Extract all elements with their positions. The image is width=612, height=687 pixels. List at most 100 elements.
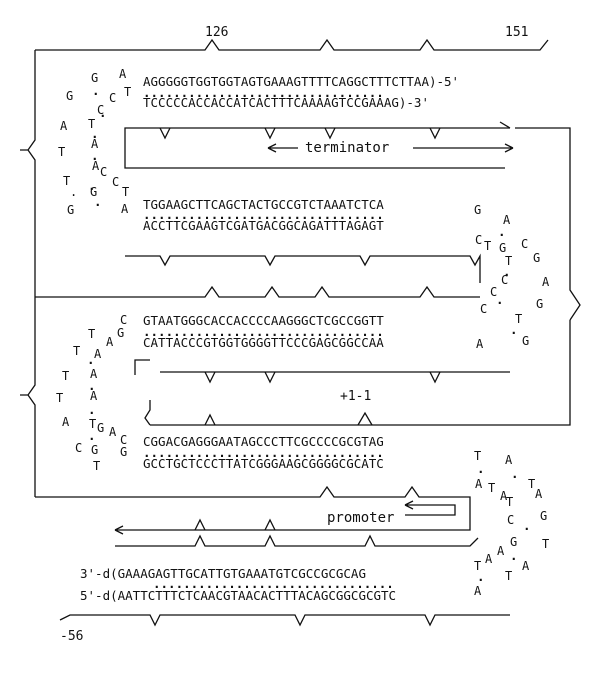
frame-left-top (20, 50, 36, 297)
svg-text:A: A (475, 477, 483, 491)
svg-text:A: A (90, 367, 98, 381)
svg-text:C: C (521, 237, 528, 251)
svg-text:.: . (70, 185, 77, 199)
block-2: TGGAAGCTTCAGCTACTGCCGTCTAAATCTCA .......… (143, 197, 384, 233)
svg-text:C: C (490, 285, 497, 299)
svg-text:T: T (474, 559, 481, 573)
position-126-label: 126 (205, 25, 228, 40)
start-site-segment: +1-1 (134, 359, 510, 426)
position-plus1-label: +1-1 (340, 389, 371, 404)
block-3: GTAATGGGCACCACCCCAAGGGCTCGCCGGTT .......… (35, 285, 480, 350)
svg-text:A: A (542, 275, 550, 289)
svg-text:A: A (500, 489, 508, 503)
svg-text:T: T (488, 481, 495, 495)
svg-text:.: . (511, 466, 519, 481)
svg-text:C: C (501, 273, 508, 287)
b5-top-strand: 3'-d(GAAAGAGTTGCATTGTGAAATGTCGCCGCGCAG (80, 566, 366, 581)
svg-text:G: G (97, 421, 104, 435)
b2-top-strand: TGGAAGCTTCAGCTACTGCCGTCTAAATCTCA (143, 197, 384, 212)
top-ruler: 126 151 (35, 25, 549, 51)
svg-text:C: C (112, 175, 119, 189)
svg-text:A: A (119, 67, 127, 81)
b1-top-strand: AGGGGGTGGTGGTAGTGAAAGTTTTCAGGCTTTCTTAA)-… (143, 74, 459, 89)
b2-pair-dots: ................................ (143, 207, 384, 222)
svg-text:T: T (484, 239, 491, 253)
svg-text:C: C (75, 441, 82, 455)
svg-text:G: G (540, 509, 547, 523)
svg-text:.: . (477, 569, 485, 584)
terminator-segment: terminator (124, 121, 514, 169)
svg-text:C: C (475, 233, 482, 247)
svg-text:.: . (523, 518, 531, 533)
loop-left-1: A G T G C C A T A T A T C C G . T G A . … (58, 67, 131, 217)
loop-right-2: T A T A T A T A C G G T A A T A T A . . … (474, 449, 549, 598)
block-5: 3'-d(GAAAGAGTTGCATTGTGAAATGTCGCCGCGCAG .… (80, 566, 396, 603)
svg-text:T: T (88, 327, 95, 341)
svg-text:T: T (542, 537, 549, 551)
svg-text:A: A (505, 453, 513, 467)
position-151-label: 151 (505, 25, 528, 40)
frame-right-middle (150, 320, 571, 426)
svg-text:T: T (62, 369, 69, 383)
svg-text:G: G (474, 203, 481, 217)
svg-text:G: G (67, 203, 74, 217)
position-neg56-label: -56 (60, 629, 83, 644)
svg-text:A: A (535, 487, 543, 501)
svg-text:A: A (90, 389, 98, 403)
svg-text:T: T (63, 174, 70, 188)
svg-text:T: T (89, 417, 96, 431)
svg-text:.: . (99, 105, 107, 120)
svg-text:G: G (66, 89, 73, 103)
frame-left-middle (20, 297, 36, 497)
svg-text:A: A (476, 337, 484, 351)
svg-text:G: G (90, 185, 97, 199)
svg-text:C: C (480, 302, 487, 316)
b5-pair-dots: ................................ (153, 576, 394, 591)
svg-text:T: T (528, 477, 535, 491)
svg-text:.: . (503, 264, 511, 279)
b1-bottom-strand: TCCCCCACCACCATCACTTTCAAAAGTCCGAAAG)-3' (143, 95, 429, 110)
svg-text:.: . (510, 548, 518, 563)
svg-text:A: A (503, 213, 511, 227)
svg-text:T: T (122, 185, 129, 199)
svg-text:T: T (88, 117, 95, 131)
svg-text:G: G (120, 445, 127, 459)
svg-text:G: G (499, 241, 506, 255)
svg-text:T: T (56, 391, 63, 405)
svg-text:.: . (477, 461, 485, 476)
svg-text:A: A (121, 202, 129, 216)
svg-text:C: C (97, 103, 104, 117)
b4-top-strand: CGGACGAGGGAATAGCCCTTCGCCCCGCGTAG (143, 434, 384, 449)
svg-text:T: T (505, 254, 512, 268)
promoter-segment: promoter (35, 485, 479, 547)
svg-text:.: . (88, 378, 96, 393)
frame-right-upper (515, 127, 581, 321)
svg-text:T: T (505, 569, 512, 583)
b4-bottom-strand: GCCTGCTCCCTTATCGGGAAGCGGGGCGCATC (143, 456, 384, 471)
b3-bottom-strand: CATTACCCGTGGTGGGGTTCCCGAGCGGCCAA (143, 335, 384, 350)
svg-text:.: . (88, 402, 96, 417)
svg-text:T: T (58, 145, 65, 159)
svg-text:A: A (91, 137, 99, 151)
bottom-ruler: -56 (59, 614, 510, 644)
svg-text:T: T (474, 449, 481, 463)
svg-text:.: . (87, 352, 95, 367)
block-1: AGGGGGTGGTGGTAGTGAAAGTTTTCAGGCTTTCTTAA)-… (143, 74, 459, 110)
b3-pair-dots: ................................ (143, 324, 384, 339)
svg-text:T: T (506, 495, 513, 509)
svg-text:.: . (498, 224, 506, 239)
svg-text:C: C (109, 91, 116, 105)
svg-text:A: A (60, 119, 68, 133)
svg-text:A: A (92, 159, 100, 173)
block-4: CGGACGAGGGAATAGCCCTTCGCCCCGCGTAG .......… (143, 434, 384, 471)
terminator-label: terminator (305, 140, 389, 156)
svg-text:A: A (497, 544, 505, 558)
loop-right-1: G A C T G C G T A C C G C T G A . . . . (474, 203, 550, 351)
svg-text:G: G (522, 334, 529, 348)
svg-text:.: . (88, 178, 96, 193)
svg-text:A: A (106, 335, 114, 349)
svg-text:.: . (94, 194, 102, 209)
svg-text:C: C (120, 313, 127, 327)
svg-text:A: A (62, 415, 70, 429)
